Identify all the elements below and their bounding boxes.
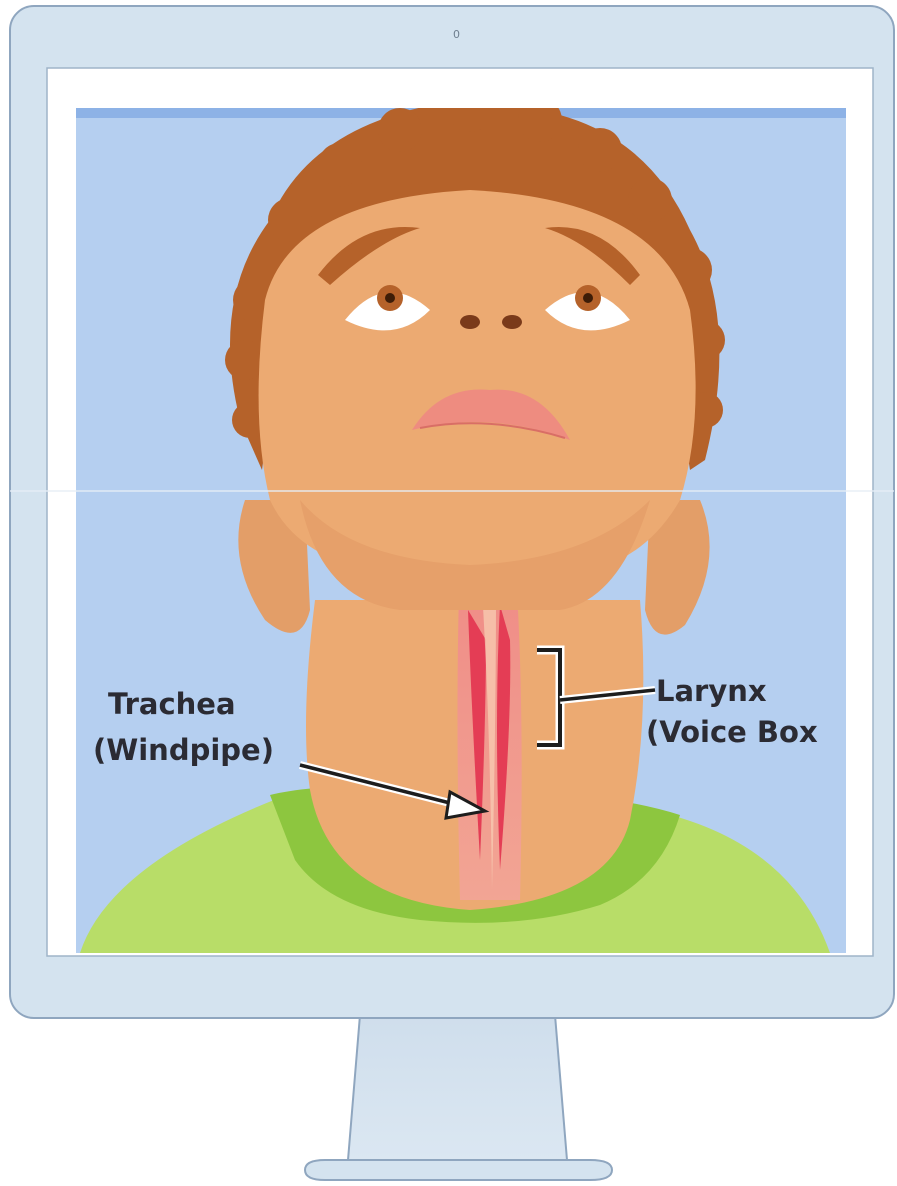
diagram-image: [76, 88, 846, 953]
trachea-label: Trachea: [108, 690, 236, 719]
larynx-sub-label: (Voice Box: [646, 718, 818, 747]
trachea-sub-label: (Windpipe): [93, 736, 274, 765]
monitor-base: [305, 1160, 612, 1180]
camera-indicator: 0: [453, 28, 460, 41]
larynx-label: Larynx: [656, 677, 767, 706]
right-nostril: [502, 315, 522, 329]
left-nostril: [460, 315, 480, 329]
monitor-stand: [305, 1015, 612, 1180]
trachea-illustration: [458, 560, 522, 900]
